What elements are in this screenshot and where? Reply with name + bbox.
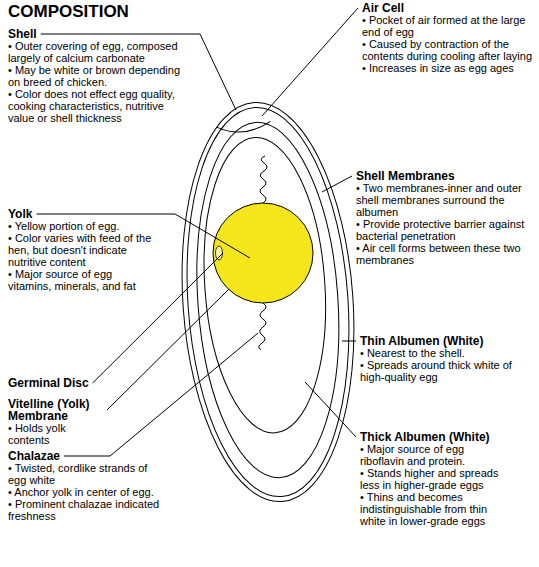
leader-line xyxy=(107,289,229,410)
part-note: • Air cell forms between these two membr… xyxy=(356,242,531,266)
leader-line xyxy=(305,382,356,437)
part-name: Air Cell xyxy=(362,2,404,14)
part-note: • Thins and becomes indistinguishable fr… xyxy=(360,491,510,527)
leader-line xyxy=(342,341,356,342)
callout-group: Shell• Outer covering of egg, composed l… xyxy=(8,28,183,124)
part-note: • Twisted, cordlike strands of egg white xyxy=(8,462,163,486)
callout-group: Chalazae• Twisted, cordlike strands of e… xyxy=(8,450,163,522)
part-note: • Two membranes-inner and outer shell me… xyxy=(356,182,531,218)
part-note: • Yellow portion of egg. xyxy=(8,220,158,232)
part-name: Chalazae xyxy=(8,450,60,462)
callout-group: Shell Membranes• Two membranes-inner and… xyxy=(356,170,531,266)
chalaza-bottom xyxy=(259,303,266,350)
leader-line xyxy=(93,253,223,383)
air-cell xyxy=(217,121,271,133)
part-note: • May be white or brown depending on bre… xyxy=(8,64,183,88)
shell-membrane xyxy=(175,102,362,502)
part-note: • Anchor yolk in center of egg. xyxy=(8,486,163,498)
part-note: • Nearest to the shell. xyxy=(360,347,530,359)
callout-group: Air Cell• Pocket of air formed at the la… xyxy=(362,2,532,74)
part-name: Germinal Disc xyxy=(8,377,89,389)
part-name: Shell Membranes xyxy=(356,170,455,182)
callout-group: Thick Albumen (White)• Major source of e… xyxy=(360,431,510,527)
part-name: Thin Albumen (White) xyxy=(360,335,484,347)
egg-shell xyxy=(169,97,366,508)
leader-line xyxy=(262,8,358,116)
part-name: Thick Albumen (White) xyxy=(360,431,490,443)
part-note: • Color varies with feed of the hen, but… xyxy=(8,232,158,268)
part-note: • Major source of egg vitamins, minerals… xyxy=(8,268,158,292)
callout-group: Germinal Disc xyxy=(8,377,128,389)
part-note: • Prominent chalazae indicated freshness xyxy=(8,498,163,522)
part-note: • Spreads around thick white of high-qua… xyxy=(360,359,530,383)
leader-line xyxy=(64,333,258,456)
germinal-disc xyxy=(216,246,223,260)
callout-group: Thin Albumen (White)• Nearest to the she… xyxy=(360,335,530,383)
part-note: • Provide protective barrier against bac… xyxy=(356,218,531,242)
chalaza-top xyxy=(260,156,267,203)
part-note: • Stands higher and spreads less in high… xyxy=(360,467,510,491)
part-note: • Major source of egg riboflavin and pro… xyxy=(360,443,510,467)
part-name: Yolk xyxy=(8,208,32,220)
callout-group: Vitelline (Yolk) Membrane• Holds yolk co… xyxy=(8,398,103,446)
part-note: • Caused by contraction of the contents … xyxy=(362,38,532,62)
yolk xyxy=(213,203,313,303)
part-name: Vitelline (Yolk) Membrane xyxy=(8,398,103,422)
part-note: • Color does not effect egg quality, coo… xyxy=(8,88,183,124)
thin-albumen xyxy=(186,118,350,483)
part-note: • Pocket of air formed at the large end … xyxy=(362,14,532,38)
part-note: • Holds yolk contents xyxy=(8,422,103,446)
leader-line xyxy=(322,176,352,192)
part-note: • Increases in size as egg ages xyxy=(362,62,532,74)
diagram-title: COMPOSITION xyxy=(8,2,129,22)
part-name: Shell xyxy=(8,28,37,40)
callout-group: Yolk• Yellow portion of egg.• Color vari… xyxy=(8,208,158,292)
part-note: • Outer covering of egg, composed largel… xyxy=(8,40,183,64)
